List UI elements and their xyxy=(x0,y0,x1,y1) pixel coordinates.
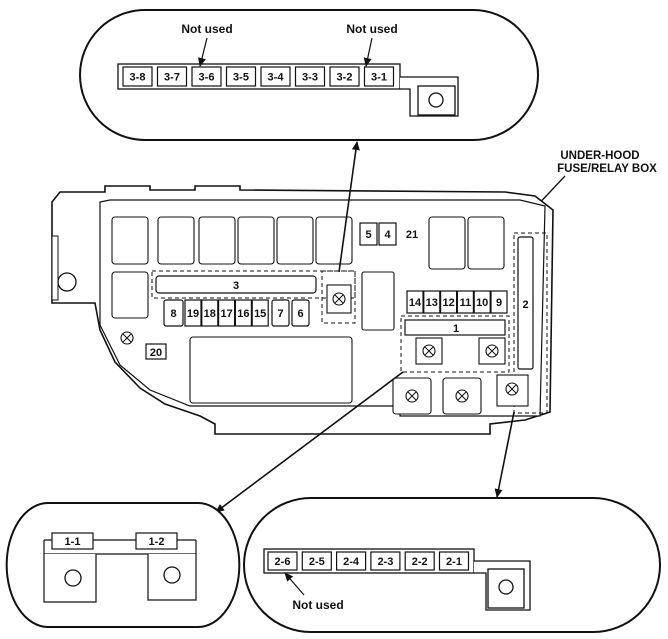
bottom-note: Not used xyxy=(292,598,343,612)
top-note-right: Not used xyxy=(346,22,397,36)
fuse-20: 20 xyxy=(150,347,162,359)
fuse-3-6: 3-6 xyxy=(199,72,215,84)
fuse-2: 2 xyxy=(522,299,528,311)
fuse-2-5-box xyxy=(301,551,332,571)
fuse-3-2-box xyxy=(329,66,360,87)
box-label-line2: FUSE/RELAY BOX xyxy=(557,163,657,175)
fuse-14: 14 xyxy=(409,297,422,309)
fuse-19-box xyxy=(184,299,202,327)
fuse-3-8-box xyxy=(122,66,153,87)
fuse-3-1-box xyxy=(363,66,395,87)
fuse-15-box xyxy=(251,299,269,327)
fuse-2-2-box xyxy=(404,551,435,571)
fuse-13: 13 xyxy=(426,297,438,309)
fuse-13-box xyxy=(423,290,441,314)
fuse-3-1: 3-1 xyxy=(371,72,387,84)
fuse-3-2: 3-2 xyxy=(337,72,353,84)
fuse-2-4: 2-4 xyxy=(343,556,360,568)
fuse-16: 16 xyxy=(237,308,249,320)
top-note-left: Not used xyxy=(181,22,232,36)
fuse-3-5-box xyxy=(225,66,257,87)
fuse-1-1: 1-1 xyxy=(65,536,81,548)
fuse-2-3: 2-3 xyxy=(377,556,393,568)
fuse-11-box xyxy=(456,290,474,314)
fuse-3-6-box xyxy=(191,66,222,87)
fuse-18-box xyxy=(201,299,219,327)
fuse-2-3-box xyxy=(370,551,401,571)
fuse-2-1: 2-1 xyxy=(446,556,462,568)
fuse-9-box xyxy=(490,290,508,314)
fuse-3-7: 3-7 xyxy=(164,72,180,84)
fuse-3-8: 3-8 xyxy=(130,72,146,84)
fuse-17-box xyxy=(218,299,236,327)
box-label-line1: UNDER-HOOD xyxy=(560,150,639,162)
fuse-4: 4 xyxy=(384,229,391,241)
fuse-3-3: 3-3 xyxy=(302,72,318,84)
fuse-2-6: 2-6 xyxy=(275,556,291,568)
fuse-12-box xyxy=(440,290,458,314)
fuse-3-4-box xyxy=(260,66,291,87)
fuse-2-4-box xyxy=(336,551,367,571)
fuse-3-4: 3-4 xyxy=(268,72,285,84)
fuse-10: 10 xyxy=(476,297,488,309)
fuse-2-1-box xyxy=(438,551,470,571)
fuse-2-2: 2-2 xyxy=(412,556,428,568)
main-fuse-box: 5 4 21 3 8 19 18 17 16 15 7 6 14 13 12 11 10 9 1 xyxy=(51,185,554,435)
fuse-10-box xyxy=(473,290,491,314)
fuse-21: 21 xyxy=(406,229,418,241)
fuse-3-7-box xyxy=(156,66,188,87)
fuse-3-5: 3-5 xyxy=(233,72,249,84)
fuse-6: 6 xyxy=(297,308,303,320)
fuse-15: 15 xyxy=(254,308,266,320)
fuse-3-3-box xyxy=(294,66,326,87)
bottom-left-callout: 1-1 1-2 xyxy=(5,502,241,628)
bottom-right-callout: 2-6 2-5 2-4 2-3 2-2 2-1 Not used xyxy=(243,497,661,633)
fuse-18: 18 xyxy=(204,308,216,320)
fuse-9: 9 xyxy=(496,297,502,309)
fuse-1-2: 1-2 xyxy=(149,536,165,548)
fuse-7: 7 xyxy=(277,308,283,320)
fuse-17: 17 xyxy=(220,308,232,320)
fuse-2-5: 2-5 xyxy=(309,556,325,568)
fuse-12: 12 xyxy=(442,297,454,309)
fuse-14-box xyxy=(406,290,424,314)
fuse-1: 1 xyxy=(453,323,459,335)
fuse-8: 8 xyxy=(170,308,176,320)
fuse-2-6-box xyxy=(267,551,298,571)
fuse-19: 19 xyxy=(187,308,199,320)
fuse-5: 5 xyxy=(365,229,371,241)
top-callout: 3-8 3-7 3-6 3-5 3-4 3-3 3-2 3-1 Not used Not us… xyxy=(79,9,539,141)
fuse-3: 3 xyxy=(233,280,239,292)
fuse-16-box xyxy=(234,299,252,327)
fuse-11: 11 xyxy=(460,297,472,309)
